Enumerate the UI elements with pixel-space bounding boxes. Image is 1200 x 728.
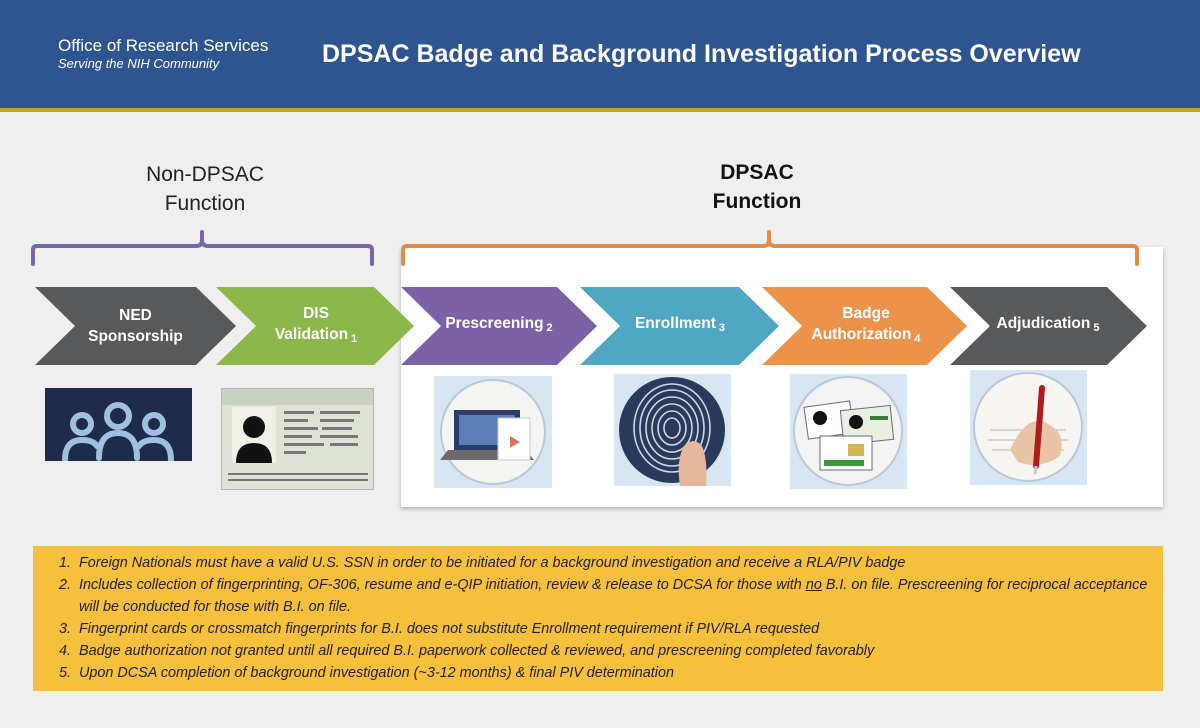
footnotes-box: Foreign Nationals must have a valid U.S.… bbox=[33, 546, 1163, 691]
step-footnote-ref: 5 bbox=[1093, 322, 1100, 334]
laptop-graphic bbox=[440, 379, 546, 485]
org-name: Office of Research Services bbox=[58, 36, 269, 55]
fingerprint-icon bbox=[614, 374, 731, 486]
step-label-line2: Authorization bbox=[811, 325, 912, 343]
step-label-line1: Prescreening bbox=[445, 315, 544, 332]
step-label-line2: Validation bbox=[274, 325, 349, 343]
chevron-polygon bbox=[216, 287, 414, 365]
footnote-1: Foreign Nationals must have a valid U.S.… bbox=[75, 552, 1153, 574]
dpsac-label-line1: DPSAC bbox=[720, 161, 794, 184]
chevron-polygon bbox=[762, 287, 967, 365]
step-footnote-ref: 1 bbox=[351, 332, 358, 345]
dpsac-label: DPSAC Function bbox=[652, 158, 862, 216]
id-badge-graphic bbox=[793, 376, 903, 486]
fingerprint-graphic bbox=[619, 377, 725, 486]
footnotes-list: Foreign Nationals must have a valid U.S.… bbox=[45, 552, 1153, 684]
non-dpsac-brace-line bbox=[31, 230, 374, 266]
step-label: NED Sponsorship bbox=[65, 287, 206, 365]
signing-pen-graphic bbox=[973, 372, 1083, 482]
id-badge-icon bbox=[790, 374, 907, 489]
chevron-shape bbox=[216, 287, 414, 365]
step-label-line1: DIS bbox=[303, 304, 329, 322]
org-block: Office of Research Services Serving the … bbox=[58, 36, 268, 72]
footnote-2-post: B.I. on file. Prescreening for reciproca… bbox=[79, 577, 1148, 615]
laptop-icon bbox=[434, 376, 552, 488]
people-group-icon bbox=[45, 388, 192, 461]
chevron-shape bbox=[401, 287, 597, 365]
chevron-polygon bbox=[35, 287, 236, 365]
non-dpsac-label-line1: Non-DPSAC bbox=[146, 163, 264, 186]
non-dpsac-label: Non-DPSAC Function bbox=[100, 160, 310, 218]
step-footnote-ref: 3 bbox=[718, 322, 726, 334]
chevron-polygon bbox=[580, 287, 779, 365]
non-dpsac-label-line2: Function bbox=[164, 192, 246, 215]
chevron-shape bbox=[35, 287, 236, 365]
chevron-shape bbox=[950, 287, 1147, 365]
step-label-line1: Adjudication bbox=[996, 315, 1091, 332]
org-tagline: Serving the NIH Community bbox=[58, 56, 220, 71]
footnote-2-pre: Includes collection of fingerprinting, O… bbox=[79, 577, 806, 593]
step-label-line2: Sponsorship bbox=[88, 328, 183, 345]
footnote-2: Includes collection of fingerprinting, O… bbox=[75, 574, 1153, 618]
footnote-2-emphasis: no bbox=[805, 577, 822, 593]
footnote-5: Upon DCSA completion of background inves… bbox=[75, 662, 1153, 684]
chevron-polygon bbox=[950, 287, 1147, 365]
step-footnote-ref: 4 bbox=[914, 332, 921, 345]
visa-document-icon bbox=[221, 388, 374, 490]
people-group-icon-graphic bbox=[62, 402, 174, 461]
chevron-shape bbox=[762, 287, 967, 365]
header-banner: Office of Research Services Serving the … bbox=[0, 0, 1200, 112]
chevron-polygon bbox=[401, 287, 597, 365]
step-label-line1: NED bbox=[119, 307, 152, 324]
page-title: DPSAC Badge and Background Investigation… bbox=[322, 40, 1081, 68]
non-dpsac-brace bbox=[31, 230, 374, 266]
footnote-4: Badge authorization not granted until al… bbox=[75, 640, 1153, 662]
dpsac-label-line2: Function bbox=[712, 190, 802, 213]
dpsac-brace-line bbox=[401, 230, 1139, 266]
visa-document-graphic bbox=[222, 389, 373, 489]
chevron-shape bbox=[580, 287, 779, 365]
signing-pen-icon bbox=[970, 370, 1087, 485]
footnote-3: Fingerprint cards or crossmatch fingerpr… bbox=[75, 618, 1153, 640]
step-footnote-ref: 2 bbox=[546, 322, 553, 334]
step-label-line1: Enrollment bbox=[634, 315, 716, 332]
step-ned-sponsorship[interactable]: NED Sponsorship bbox=[35, 287, 236, 365]
step-label-line1: Badge bbox=[842, 304, 890, 322]
dpsac-brace bbox=[401, 230, 1139, 266]
